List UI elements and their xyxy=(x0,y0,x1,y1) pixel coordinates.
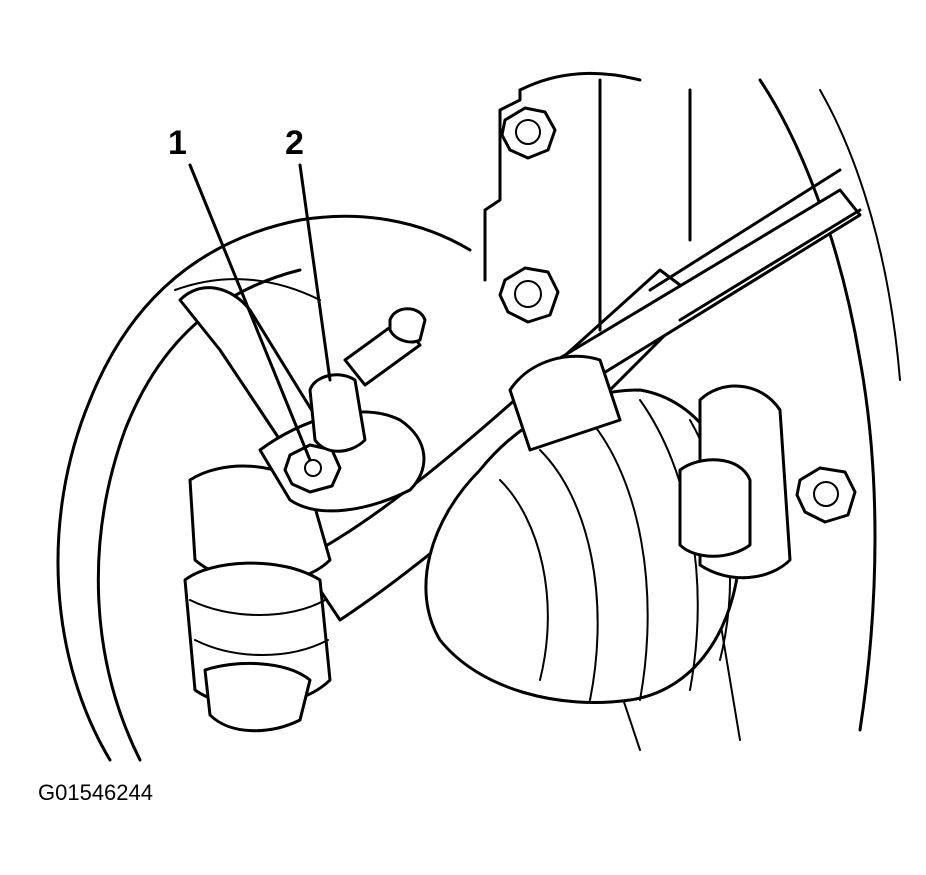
middle-bolt-nut xyxy=(498,266,560,324)
boot-collar xyxy=(508,354,622,452)
callout-1-leader xyxy=(188,163,312,462)
clamp-bushing xyxy=(678,384,792,580)
callout-2-leader xyxy=(298,163,332,382)
figure-id-label: G01546244 xyxy=(38,780,153,805)
outer-tie-rod-end xyxy=(183,464,332,733)
upper-bolt-nut xyxy=(500,106,557,160)
callout-2-label: 2 xyxy=(285,124,304,162)
clamp-bolt-nut xyxy=(795,466,857,524)
frame-housing xyxy=(483,71,901,751)
seal-sleeve xyxy=(308,307,427,453)
callout-1-label: 1 xyxy=(168,124,187,162)
jam-nut xyxy=(283,443,342,494)
